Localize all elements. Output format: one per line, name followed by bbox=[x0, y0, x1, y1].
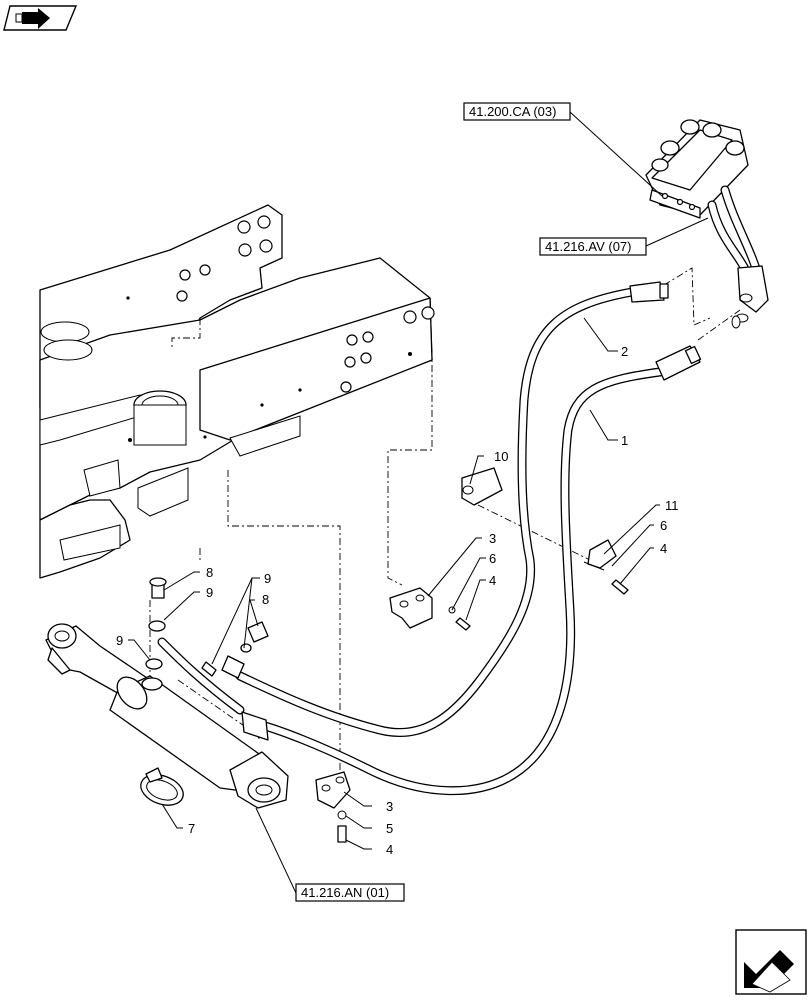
control-valve bbox=[645, 119, 769, 329]
ref-box-cylinder[interactable]: 41.216.AN (01) bbox=[295, 883, 405, 902]
callout-9-right: 9 bbox=[264, 571, 271, 586]
callout-10: 10 bbox=[494, 449, 508, 464]
book-arrow-icon[interactable] bbox=[3, 5, 78, 31]
brackets bbox=[315, 587, 433, 809]
steering-cylinder bbox=[45, 623, 289, 809]
callout-3-upper: 3 bbox=[489, 531, 496, 546]
callout-2: 2 bbox=[621, 344, 628, 359]
fasteners bbox=[145, 577, 471, 843]
ref-label-valve: 41.200.CA (03) bbox=[469, 104, 556, 119]
callout-9-upper-left: 9 bbox=[206, 585, 213, 600]
ref-box-pipe[interactable]: 41.216.AV (07) bbox=[539, 237, 647, 256]
cylinder-pipes bbox=[157, 637, 269, 741]
callout-5: 5 bbox=[386, 821, 393, 836]
hydraulic-hoses bbox=[235, 281, 702, 796]
ref-label-pipe: 41.216.AV (07) bbox=[545, 239, 631, 254]
hose-clamps bbox=[461, 467, 629, 595]
tractor-frame bbox=[39, 204, 435, 579]
callout-11: 11 bbox=[665, 498, 679, 513]
callout-3-lower: 3 bbox=[386, 799, 393, 814]
callout-6-right: 6 bbox=[660, 518, 667, 533]
callout-4-lower: 4 bbox=[386, 842, 393, 857]
callout-1: 1 bbox=[621, 433, 628, 448]
callout-7: 7 bbox=[188, 821, 195, 836]
ref-box-valve[interactable]: 41.200.CA (03) bbox=[463, 102, 571, 121]
ref-label-cylinder: 41.216.AN (01) bbox=[301, 885, 389, 900]
callout-leaders bbox=[128, 317, 660, 850]
callout-9-lower-left: 9 bbox=[116, 633, 123, 648]
callout-4-right: 4 bbox=[660, 541, 667, 556]
callout-8-right: 8 bbox=[262, 592, 269, 607]
callout-8-left: 8 bbox=[206, 565, 213, 580]
hose-clamp-7 bbox=[140, 767, 184, 806]
next-page-arrow-icon[interactable] bbox=[735, 929, 807, 995]
callout-4-left: 4 bbox=[489, 573, 496, 588]
callout-6-left: 6 bbox=[489, 551, 496, 566]
callout-numbers: 2 1 10 3 6 4 11 6 4 8 9 9 9 8 3 5 4 7 bbox=[116, 344, 679, 857]
